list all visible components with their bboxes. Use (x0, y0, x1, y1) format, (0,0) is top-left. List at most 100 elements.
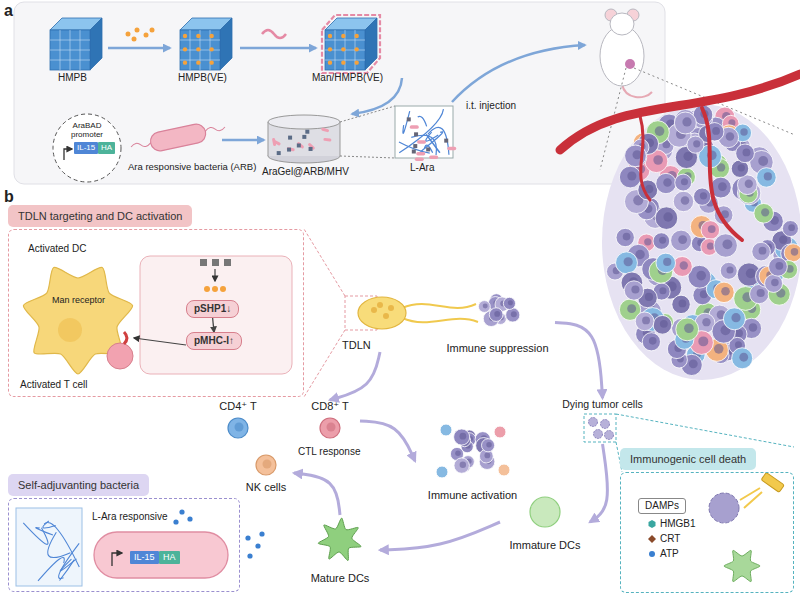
cytokine-dot (187, 516, 192, 521)
cube-grid (80, 30, 81, 70)
cell-nucleus (693, 140, 700, 147)
drug-dot (341, 34, 345, 38)
drug-dot (354, 34, 358, 38)
tumor-cell (481, 439, 494, 452)
drug-dot (144, 33, 149, 38)
gel-bacterium (272, 138, 276, 146)
lymph-cell (377, 302, 383, 308)
cell-nucleus (327, 423, 336, 432)
drug-dot (209, 60, 213, 64)
panel-tab: Self-adjuvanting bacteria (8, 474, 149, 496)
drug-dot (132, 37, 137, 42)
polymer-chain (48, 532, 71, 557)
mannose-strand (262, 30, 286, 38)
box-text: HA (163, 552, 176, 562)
blood-vessel (640, 116, 650, 200)
tumor-cell (619, 166, 641, 188)
cell-nucleus (624, 257, 633, 266)
tumor-cell (674, 112, 696, 134)
cell-nucleus (712, 127, 720, 135)
panel-letter: b (4, 188, 14, 206)
injection-arrow (452, 45, 585, 102)
cell-nucleus (726, 132, 735, 141)
label-box: pMHC-I↑ (186, 332, 242, 350)
cell-label: CD8⁺ T (311, 400, 348, 413)
mouse-head (610, 13, 634, 35)
panel-background (14, 2, 665, 184)
annotation-label: ATP (660, 548, 679, 560)
zoom-line (616, 414, 794, 447)
dashed-panel (620, 472, 794, 593)
annotation-label: Man receptor (52, 295, 105, 305)
mhc-receptor (124, 332, 127, 344)
tumor-cell (723, 308, 745, 330)
drug-dot (341, 47, 345, 51)
tumor-cell (616, 252, 638, 274)
cell-nucleus (58, 318, 82, 342)
cell-nucleus (764, 172, 772, 180)
tumor-cell (489, 308, 503, 322)
cell-nucleus (726, 266, 733, 273)
cell-nucleus (460, 462, 466, 468)
immune-cell (228, 418, 248, 438)
tumor-cell (653, 315, 672, 334)
tumor-cell (653, 233, 670, 250)
cell-nucleus (788, 224, 795, 231)
tumor-cell (782, 221, 798, 237)
bacterium-body (94, 532, 228, 578)
lymph-vessel (402, 318, 478, 322)
gel-bacterium (416, 152, 425, 156)
cell-nucleus (679, 300, 687, 308)
gel-particle (407, 117, 411, 121)
signal-arrow (214, 269, 215, 281)
cell-nucleus (745, 180, 753, 188)
box-text: pSHP1↓ (194, 303, 231, 314)
annotation-label: HMPB (58, 72, 87, 84)
cell-nucleus (653, 155, 663, 165)
tumor-tissue (602, 104, 800, 380)
cell-nucleus (689, 359, 698, 368)
dying-cell (594, 430, 603, 439)
label-box: HA (98, 142, 115, 154)
drug-dot (196, 60, 200, 64)
drug-dot (126, 32, 131, 37)
annotation-label: AraGel@ARB/MHV (262, 166, 349, 178)
drug-dot (341, 60, 345, 64)
cell-nucleus (740, 128, 747, 135)
signal-arrow (134, 338, 186, 345)
cell-node: Immune suppression (440, 290, 555, 355)
cell-node: NK cells (238, 452, 294, 494)
box-text: IL-15 (134, 552, 155, 562)
cell-nucleus (659, 287, 666, 294)
flow-arrow (380, 522, 500, 550)
cell-nucleus (511, 311, 517, 317)
cell-label: Immune activation (428, 489, 517, 502)
annotation-label: L-Ara (410, 162, 434, 174)
cell-nucleus (627, 304, 636, 313)
tumor-cell (656, 173, 676, 193)
gel-particle (426, 147, 430, 151)
cell-nucleus (698, 336, 708, 346)
cell-nucleus (759, 247, 767, 255)
cell-node: TDLN (340, 290, 420, 352)
tumor-cell (752, 242, 771, 261)
gel-inset (395, 106, 453, 158)
cell-nucleus (644, 238, 651, 245)
particle (200, 259, 207, 266)
annotation-label: Ara responsive bacteria (ARB) (128, 162, 256, 173)
t-cell (107, 343, 133, 369)
gel-particle (302, 135, 306, 139)
drug-dot (212, 286, 218, 292)
dendritic-cell (724, 550, 760, 581)
lymph-vessel (402, 304, 476, 308)
box-text: DAMPs (645, 500, 679, 511)
particle (224, 259, 231, 266)
cell-nucleus (722, 239, 732, 249)
panel-tab: TDLN targeting and DC activation (8, 205, 192, 227)
annotation-label: Activated T cell (20, 379, 87, 391)
bacterium (129, 118, 227, 157)
cell-node: Dying tumor cells (555, 398, 650, 444)
immature-dc (530, 497, 560, 527)
annotation-label: L-Ara responsive (92, 511, 168, 523)
cell-nucleus (700, 192, 707, 199)
